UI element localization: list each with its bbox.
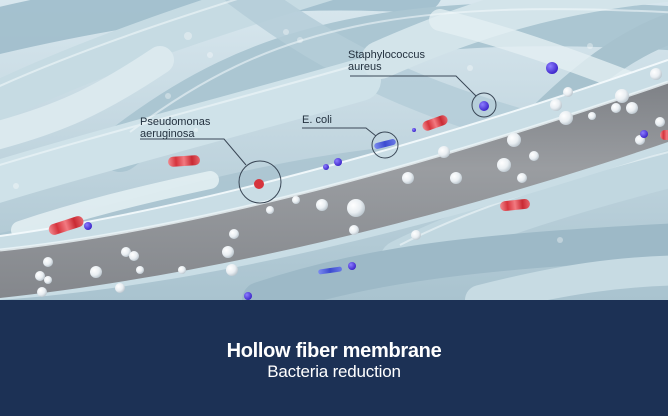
ecoli-bacteria xyxy=(318,139,396,275)
fiber-channel xyxy=(0,82,668,298)
staph-label: Staphylococcus aureus xyxy=(348,49,426,73)
pseudomonas-label: Pseudomonas aeruginosa xyxy=(140,116,211,140)
caption-subtitle: Bacteria reduction xyxy=(267,362,401,381)
ecoli-callout xyxy=(371,131,399,159)
membrane-illustration xyxy=(0,0,668,300)
staph-bacteria xyxy=(84,62,648,300)
callouts xyxy=(140,75,497,204)
staph-callout xyxy=(471,92,497,118)
pseudomonas-callout xyxy=(238,160,282,204)
ecoli-label: E. coli xyxy=(302,114,332,126)
caption-title: Hollow fiber membrane xyxy=(226,340,442,362)
pseudomonas-bacteria xyxy=(48,115,668,235)
fiber-bundle xyxy=(0,0,668,300)
caption-band xyxy=(0,300,668,416)
water-particles xyxy=(35,68,665,297)
